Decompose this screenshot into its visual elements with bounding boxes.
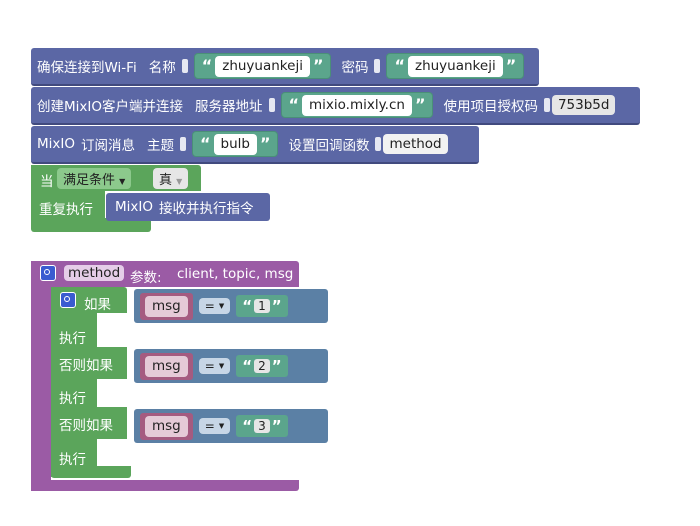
procedure-spine (31, 261, 51, 491)
callback-label: 设置回调函数 (288, 138, 370, 154)
elseif-1-bar (51, 347, 127, 379)
topic-field[interactable]: bulb (213, 133, 257, 155)
wifi-password-field[interactable]: zhuyuankeji (407, 55, 503, 77)
callback-field[interactable]: method (383, 134, 448, 154)
input-connector (180, 137, 186, 151)
wifi-password-text-block[interactable]: “ zhuyuankeji ” (386, 53, 525, 79)
variable-msg[interactable]: msg (140, 352, 193, 380)
mixio-subscribe-block[interactable]: MixIO 订阅消息 主题 “ bulb ” 设置回调函数 method (31, 126, 479, 164)
wifi-name-label: 名称 (148, 60, 176, 76)
do-label-2: 执行 (59, 391, 86, 407)
text-value-2[interactable]: “ 2 ” (236, 355, 288, 377)
gear-icon[interactable] (40, 265, 56, 281)
subscribe-label: 订阅消息 (81, 138, 135, 154)
operator-dropdown[interactable]: =▼ (198, 298, 231, 314)
compare-block-2[interactable]: msg =▼ “ 2 ” (134, 349, 328, 383)
if-footer (51, 466, 131, 478)
compare-block-1[interactable]: msg =▼ “ 1 ” (134, 289, 328, 323)
server-address-label: 服务器地址 (195, 99, 263, 115)
input-connector (374, 59, 381, 73)
elseif-2-bar (51, 407, 127, 439)
do-label-1: 执行 (59, 331, 86, 347)
input-connector (181, 59, 188, 73)
params-label: 参数: (130, 270, 162, 286)
operator-dropdown[interactable]: =▼ (198, 418, 231, 434)
topic-label: 主题 (147, 138, 174, 154)
server-address-text-block[interactable]: “ mixio.mixly.cn ” (280, 92, 434, 118)
gear-icon[interactable] (60, 292, 76, 308)
chevron-down-icon: ▼ (218, 302, 225, 310)
wifi-password-label: 密码 (341, 60, 369, 76)
topic-text-block[interactable]: “ bulb ” (192, 131, 279, 157)
auth-code-label: 使用项目授权码 (443, 99, 538, 115)
variable-msg[interactable]: msg (140, 292, 193, 320)
elseif-label-2: 否则如果 (59, 418, 113, 434)
server-address-field[interactable]: mixio.mixly.cn (302, 94, 412, 116)
procedure-footer (31, 480, 299, 491)
wifi-connect-block[interactable]: 确保连接到Wi-Fi 名称 “ zhuyuankeji ” 密码 “ zhuyu… (31, 48, 539, 86)
wifi-name-field[interactable]: zhuyuankeji (215, 55, 310, 77)
input-connector (375, 137, 382, 151)
while-mode-dropdown[interactable]: 满足条件 ▼ (57, 168, 132, 189)
variable-msg[interactable]: msg (140, 412, 193, 440)
chevron-down-icon: ▼ (218, 422, 225, 430)
condition-dropdown[interactable]: 真 ▼ (153, 168, 189, 189)
while-footer (31, 218, 151, 232)
repeat-label: 重复执行 (39, 202, 93, 218)
chevron-down-icon: ▼ (176, 177, 183, 186)
input-connector (543, 98, 550, 112)
input-connector (268, 98, 275, 112)
text-value-1[interactable]: “ 1 ” (236, 295, 288, 317)
mixio-receive-block[interactable]: MixIO 接收并执行指令 (106, 193, 270, 221)
operator-dropdown[interactable]: =▼ (198, 358, 231, 374)
auth-code-field[interactable]: 753b5d (551, 95, 616, 115)
chevron-down-icon: ▼ (119, 177, 126, 186)
mixio-connect-block[interactable]: 创建MixIO客户端并连接 服务器地址 “ mixio.mixly.cn ” 使… (31, 87, 640, 125)
mixio-prefix: MixIO (37, 136, 75, 152)
wifi-name-text-block[interactable]: “ zhuyuankeji ” (193, 53, 332, 79)
mixio-prefix: MixIO (115, 199, 153, 215)
do-label-3: 执行 (59, 452, 86, 468)
elseif-label-1: 否则如果 (59, 358, 113, 374)
while-when-label: 当 (40, 174, 54, 190)
text-value-3[interactable]: “ 3 ” (236, 415, 288, 437)
compare-block-3[interactable]: msg =▼ “ 3 ” (134, 409, 328, 443)
if-label: 如果 (84, 297, 111, 313)
receive-label: 接收并执行指令 (159, 201, 254, 217)
procedure-name-field[interactable]: method (64, 265, 125, 281)
params-list: client, topic, msg (177, 266, 294, 282)
chevron-down-icon: ▼ (218, 362, 225, 370)
mixio-connect-label: 创建MixIO客户端并连接 (37, 99, 183, 115)
if-spine (51, 287, 97, 477)
wifi-label: 确保连接到Wi-Fi (37, 60, 137, 76)
